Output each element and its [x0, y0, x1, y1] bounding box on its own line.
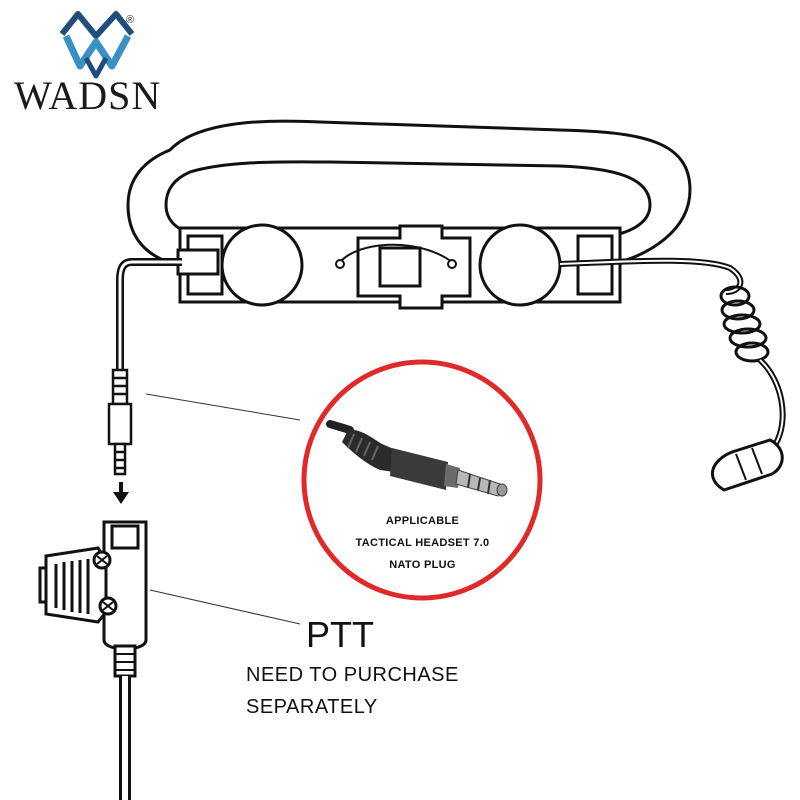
- wadsn-w-logo-icon: [59, 11, 135, 79]
- inset-line-applicable: APPLICABLE: [385, 515, 460, 527]
- ptt-cable: [113, 644, 137, 800]
- ptt-device: [38, 520, 148, 651]
- down-arrow-icon: [113, 482, 129, 504]
- cable-strain-relief: [176, 248, 220, 276]
- internal-wire: [339, 243, 453, 263]
- right-speaker: [478, 223, 562, 307]
- inset-plug-illustration: [326, 420, 508, 497]
- ptt-note-line1: NEED TO PURCHASE: [246, 664, 459, 686]
- plug-leader-line: [145, 393, 301, 421]
- inset-line-headset: TACTICAL HEADSET 7.0: [355, 537, 490, 549]
- left-speaker: [220, 223, 304, 307]
- brand-name: WADSN: [14, 73, 162, 118]
- coiled-tube: [719, 285, 770, 363]
- nato-plug-icon: [107, 368, 133, 476]
- ptt-leader-line: [149, 589, 301, 625]
- main-cable: [116, 258, 182, 372]
- ptt-note-line2: SEPARATELY: [246, 696, 378, 718]
- inset-line-nato-plug: NATO PLUG: [389, 559, 456, 571]
- ptt-title: PTT: [306, 614, 374, 655]
- registered-mark: ®: [126, 14, 135, 26]
- headband-inner: [164, 160, 652, 238]
- earpiece-tip-icon: [711, 438, 784, 492]
